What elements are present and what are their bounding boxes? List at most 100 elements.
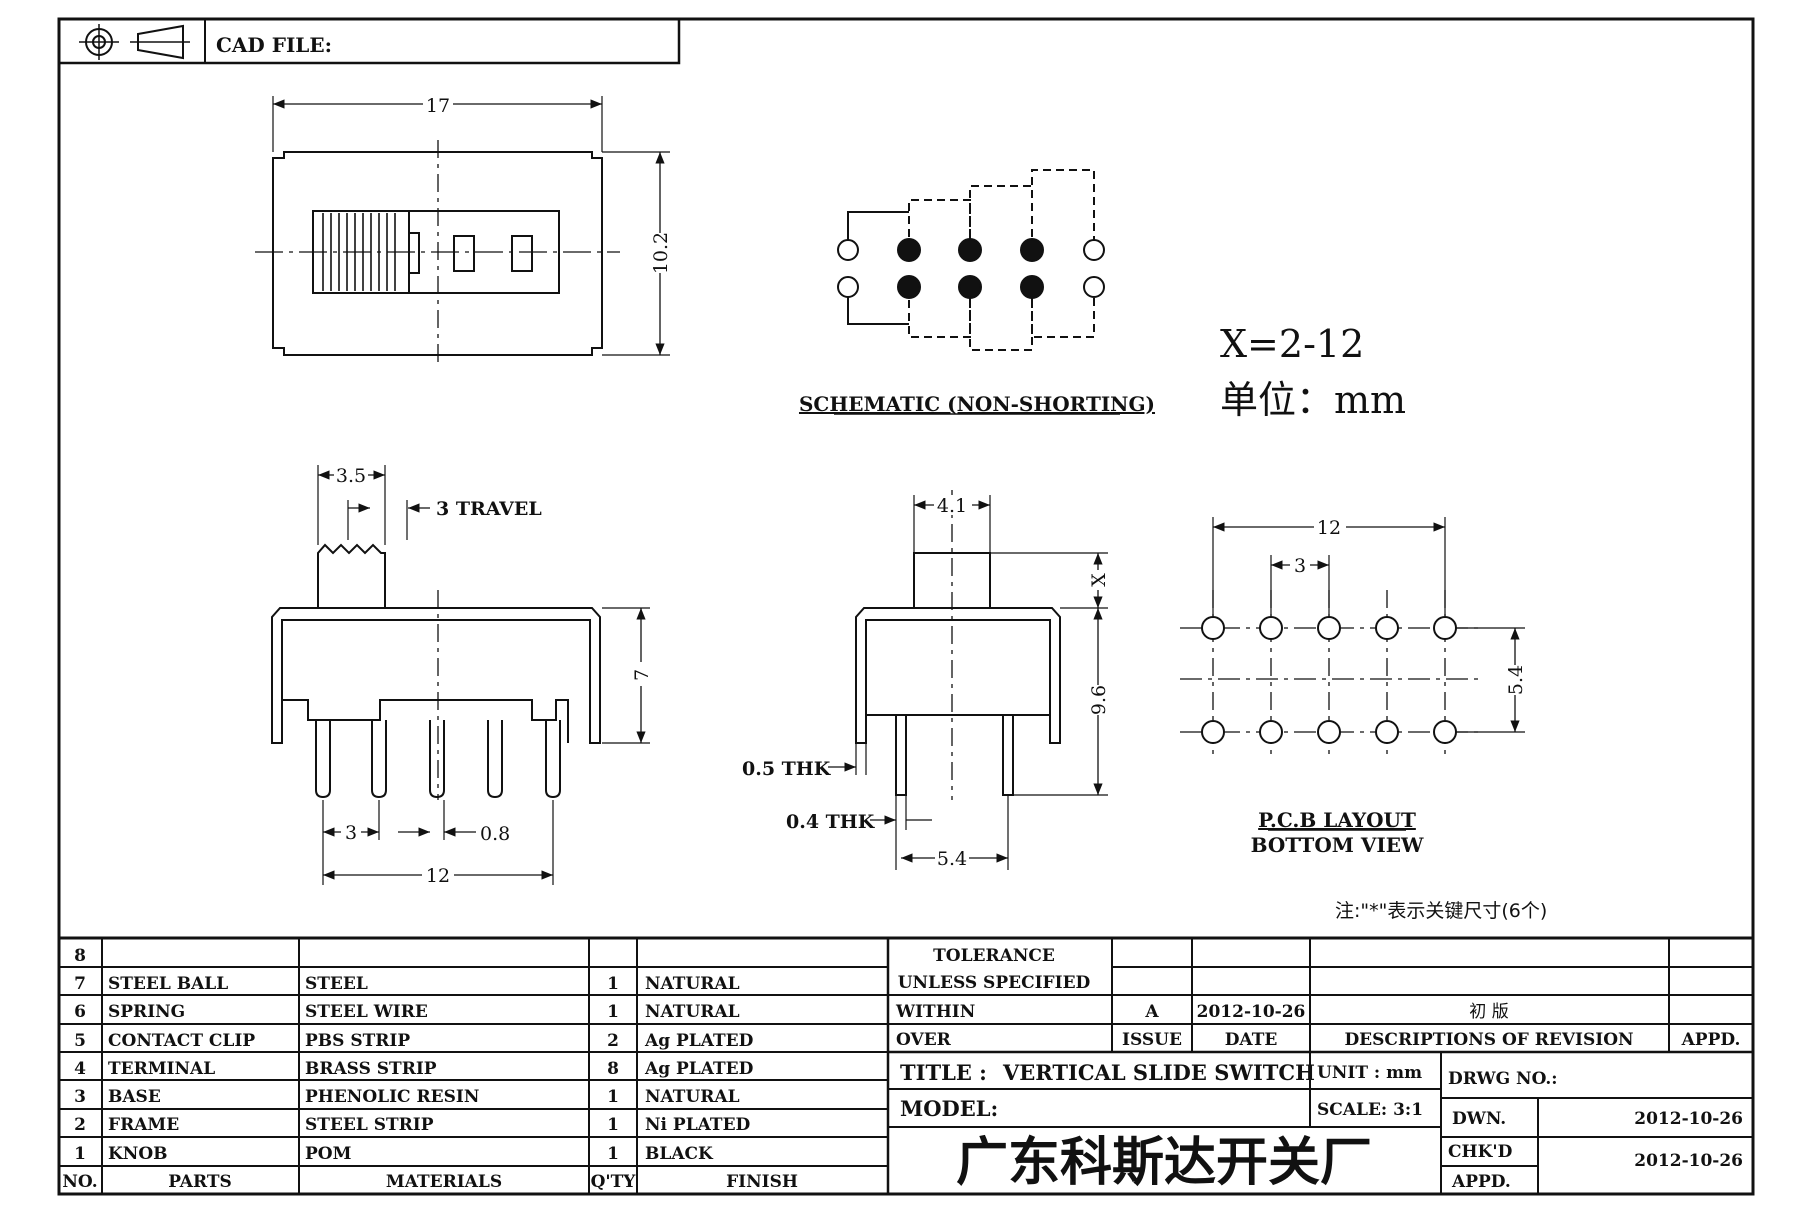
- pin-pitch-dim: 3: [345, 822, 357, 844]
- sheet-border: [57, 17, 1755, 1196]
- row-4-no: 4: [74, 1059, 86, 1079]
- row-1-finish: BLACK: [645, 1144, 714, 1164]
- pcb-pitch-dim: 3: [1294, 555, 1306, 577]
- title-block-text: TOLERANCE UNLESS SPECIFIED WITHIN OVER A…: [895, 946, 1743, 1192]
- row-2-qty: 1: [607, 1115, 619, 1135]
- side-height-dim: 9.6: [1088, 685, 1110, 715]
- over-label: OVER: [896, 1030, 952, 1050]
- row-5-qty: 2: [607, 1031, 619, 1051]
- side-view: [828, 490, 1108, 870]
- model-label: MODEL:: [900, 1096, 998, 1121]
- front-view: [271, 465, 650, 885]
- title-value: VERTICAL SLIDE SWITCH: [1002, 1060, 1315, 1085]
- row-3-qty: 1: [607, 1087, 619, 1107]
- row-3-material: PHENOLIC RESIN: [305, 1087, 479, 1107]
- row-4-part: TERMINAL: [108, 1059, 215, 1079]
- pcb-caption-1: P.C.B LAYOUT: [1258, 808, 1416, 832]
- row-6-part: SPRING: [108, 1002, 185, 1022]
- row-7-finish: NATURAL: [645, 974, 740, 994]
- company-name: 广东科斯达开关厂: [956, 1133, 1372, 1193]
- within-label: WITHIN: [895, 1002, 975, 1022]
- chkd-date: 2012-10-26: [1634, 1151, 1743, 1171]
- top-height-dim: 10.2: [650, 232, 672, 274]
- side-pin-spacing-dim: 5.4: [937, 848, 967, 870]
- row-1-material: POM: [305, 1144, 352, 1164]
- header-box: CAD FILE:: [57, 17, 681, 65]
- row-7-no: 7: [74, 974, 86, 994]
- appd2-label: APPD.: [1451, 1172, 1511, 1192]
- frame-thk-dim: 0.5 THK: [742, 758, 832, 780]
- row-3-no: 3: [74, 1087, 86, 1107]
- knob-width-dim: 3.5: [336, 465, 366, 487]
- row-2-part: FRAME: [108, 1115, 179, 1135]
- parts-table: [59, 936, 1753, 1194]
- unit-note: 单位：mm: [1220, 378, 1406, 422]
- row-3-finish: NATURAL: [645, 1087, 740, 1107]
- unless-specified-label: UNLESS SPECIFIED: [898, 973, 1091, 993]
- cad-file-label: CAD FILE:: [216, 33, 332, 57]
- key-dimension-note: 注:"*"表示关键尺寸(6个): [1335, 900, 1547, 922]
- row-5-finish: Ag PLATED: [644, 1031, 754, 1051]
- pcb-caption-2: BOTTOM VIEW: [1251, 833, 1424, 857]
- header-materials: MATERIALS: [386, 1172, 502, 1192]
- row-7-qty: 1: [607, 974, 619, 994]
- schematic-caption: SCHEMATIC (NON-SHORTING): [799, 392, 1155, 416]
- header-no: NO.: [62, 1172, 97, 1192]
- x-range-note: X=2-12: [1220, 322, 1364, 366]
- row-5-no: 5: [74, 1031, 86, 1051]
- row-6-material: STEEL WIRE: [305, 1002, 428, 1022]
- schematic-diagram: [837, 169, 1105, 351]
- row-1-part: KNOB: [108, 1144, 168, 1164]
- header-qty: Q'TY: [591, 1172, 637, 1192]
- row-3-part: BASE: [108, 1087, 161, 1107]
- tolerance-label: TOLERANCE: [933, 946, 1055, 966]
- dwn-date: 2012-10-26: [1634, 1109, 1743, 1129]
- pcb-span-dim: 12: [1317, 517, 1341, 539]
- pin-span-dim: 12: [426, 865, 450, 887]
- revision-desc-label: DESCRIPTIONS OF REVISION: [1344, 1030, 1633, 1050]
- pin-width-dim: 0.8: [480, 823, 510, 845]
- travel-dim: 3 TRAVEL: [436, 498, 542, 520]
- date-label: DATE: [1225, 1030, 1278, 1050]
- scale-label: SCALE: 3:1: [1317, 1100, 1423, 1120]
- row-1-qty: 1: [607, 1144, 619, 1164]
- row-2-material: STEEL STRIP: [305, 1115, 434, 1135]
- header-finish: FINISH: [726, 1172, 798, 1192]
- row-1-no: 1: [74, 1144, 86, 1164]
- front-height-dim: 7: [631, 669, 653, 681]
- row-8-no: 8: [74, 946, 86, 966]
- row-2-no: 2: [74, 1115, 86, 1135]
- rev-issue: A: [1144, 1002, 1159, 1022]
- issue-label: ISSUE: [1122, 1030, 1182, 1050]
- top-view: [255, 96, 670, 366]
- row-4-material: BRASS STRIP: [305, 1059, 437, 1079]
- pin-thk-dim: 0.4 THK: [786, 811, 876, 833]
- knob-height-dim: X: [1088, 573, 1110, 587]
- row-6-qty: 1: [607, 1002, 619, 1022]
- row-6-finish: NATURAL: [645, 1002, 740, 1022]
- appd-label: APPD.: [1681, 1030, 1741, 1050]
- title-label: TITLE :: [900, 1060, 987, 1085]
- chkd-label: CHK'D: [1448, 1142, 1513, 1162]
- rev-description: 初 版: [1469, 1002, 1508, 1022]
- header-parts: PARTS: [168, 1172, 232, 1192]
- rev-date: 2012-10-26: [1197, 1002, 1306, 1022]
- top-width-dim: 17: [426, 95, 450, 117]
- row-7-part: STEEL BALL: [108, 974, 228, 994]
- dwn-label: DWN.: [1452, 1109, 1506, 1129]
- side-knob-width-dim: 4.1: [937, 495, 967, 517]
- row-5-part: CONTACT CLIP: [108, 1031, 255, 1051]
- pcb-row-spacing-dim: 5.4: [1505, 665, 1527, 695]
- pcb-layout: [1180, 517, 1525, 760]
- row-6-no: 6: [74, 1002, 86, 1022]
- row-4-finish: Ag PLATED: [644, 1059, 754, 1079]
- title-block: [888, 938, 1753, 1194]
- drwg-no-label: DRWG NO.:: [1448, 1069, 1558, 1089]
- row-4-qty: 8: [607, 1059, 619, 1079]
- parts-table-text: 8 7 STEEL BALL STEEL 1 NATURAL 6 SPRING …: [62, 946, 798, 1192]
- row-5-material: PBS STRIP: [305, 1031, 410, 1051]
- row-2-finish: Ni PLATED: [645, 1115, 751, 1135]
- unit-label: UNIT : mm: [1317, 1063, 1422, 1083]
- projection-symbol-icon: [79, 24, 190, 60]
